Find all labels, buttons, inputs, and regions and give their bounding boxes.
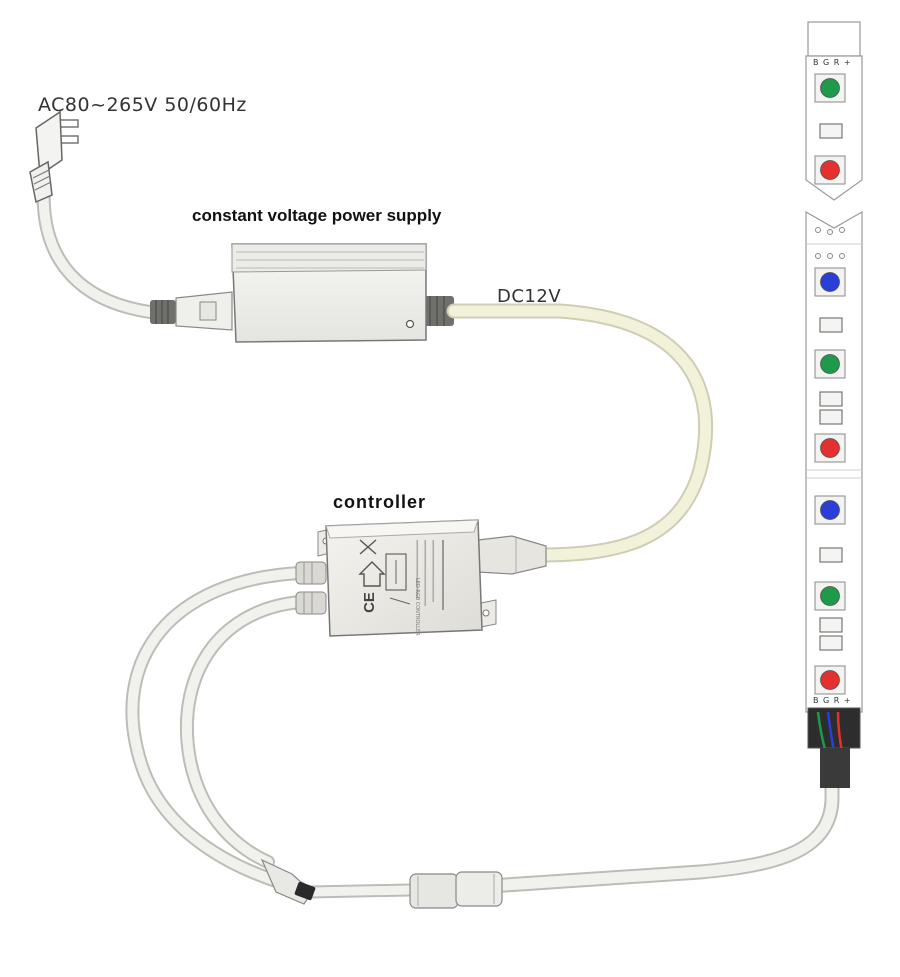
led-chips: [814, 73, 846, 695]
pin-b: B: [813, 58, 820, 67]
power-supply-label: constant voltage power supply: [192, 206, 442, 225]
controller-box-icon: [295, 519, 547, 637]
power-supply-icon: [150, 243, 454, 343]
pin-plus: +: [843, 58, 852, 67]
ac-cable: [36, 178, 157, 319]
led-red-icon: [820, 160, 840, 180]
ac-plug-icon: [29, 110, 79, 204]
controller-output-cables: [125, 566, 307, 895]
strip-cable: [309, 772, 840, 899]
pin-r-bottom: R: [833, 696, 841, 705]
controller-title-marking: LED RGB CONTROLLER: [414, 578, 420, 636]
led-red-icon: [820, 670, 840, 690]
strip-pin-labels-top: B G R +: [813, 58, 852, 67]
dc-output-label: DC12V: [497, 286, 562, 307]
led-blue-icon: [820, 272, 840, 292]
led-green-icon: [820, 354, 840, 374]
male-connector-icon: [260, 858, 316, 905]
ac-input-label: AC80~265V 50/60Hz: [38, 94, 247, 116]
led-blue-icon: [820, 500, 840, 520]
pin-r: R: [833, 58, 841, 67]
pin-plus-bottom: +: [843, 696, 852, 705]
inline-connector-icon: [409, 871, 503, 909]
pin-g-bottom: G: [823, 696, 831, 705]
led-green-icon: [820, 78, 840, 98]
dc-cable: [446, 303, 714, 563]
strip-pin-labels-bottom: B G R +: [813, 696, 852, 705]
pin-b-bottom: B: [813, 696, 820, 705]
ce-mark: CE: [360, 592, 378, 613]
led-red-icon: [820, 438, 840, 458]
pin-g: G: [823, 58, 831, 67]
controller-label: controller: [333, 492, 427, 512]
led-green-icon: [820, 586, 840, 606]
